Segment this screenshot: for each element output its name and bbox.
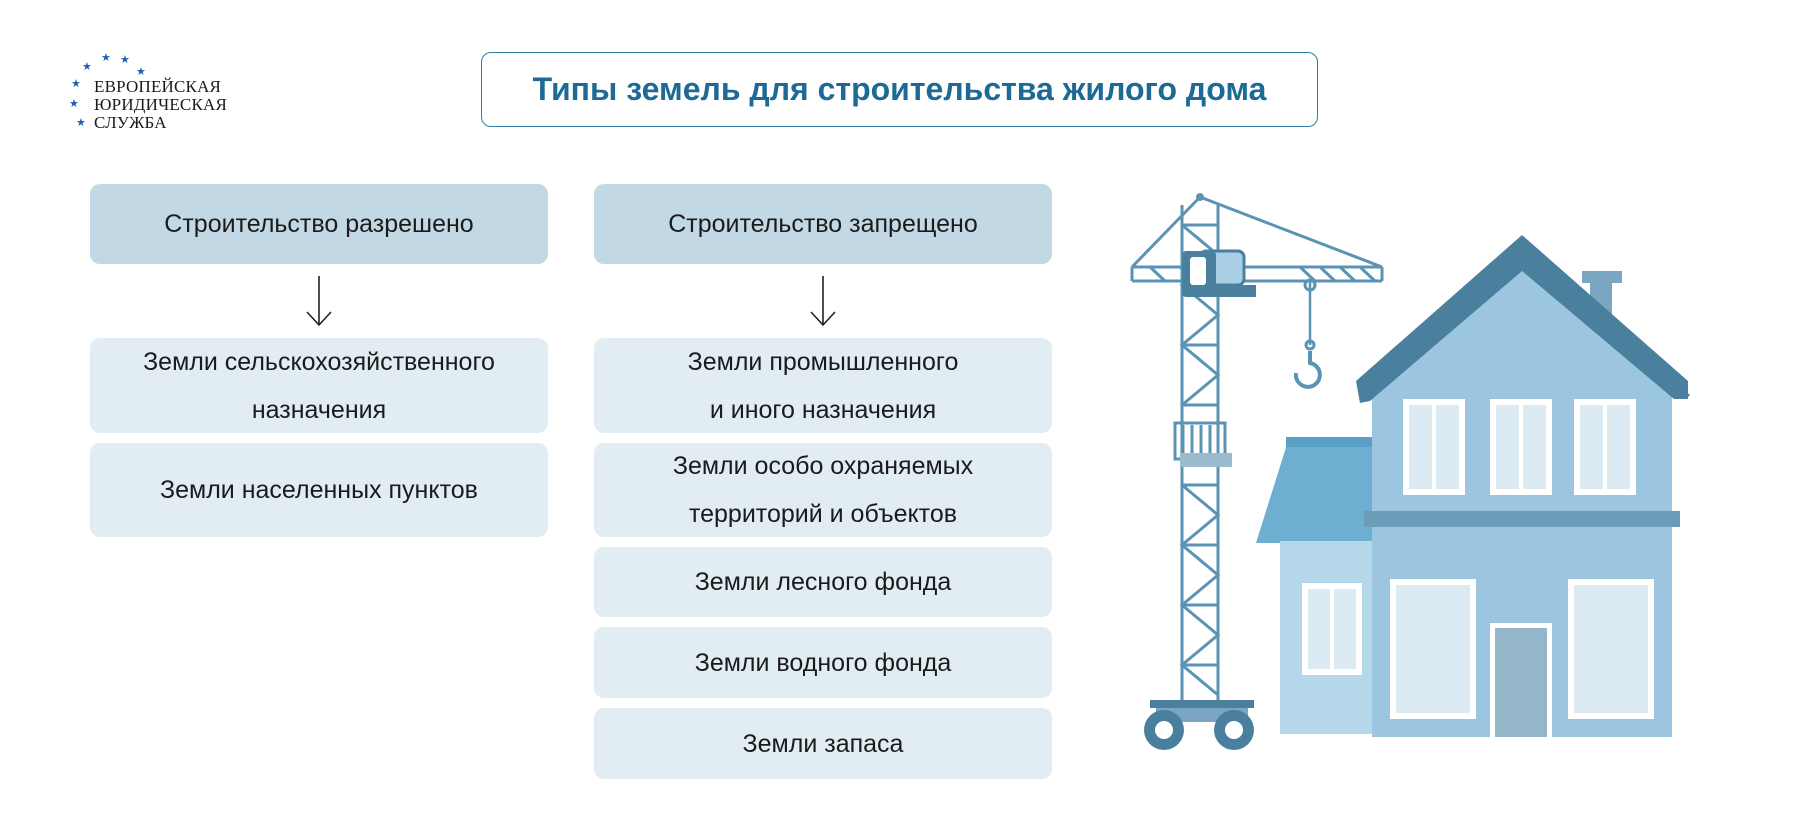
card-line: Земли сельскохозяйственного xyxy=(143,347,495,376)
logo-line: ЮРИДИЧЕСКАЯ xyxy=(94,95,228,114)
svg-text:★: ★ xyxy=(76,116,86,129)
card-line: Земли водного фонда xyxy=(694,648,952,677)
crane-cabin-icon xyxy=(1144,193,1256,750)
card-line: Земли лесного фонда xyxy=(694,568,952,596)
allowed-column: Строительство разрешено Земли сельскохоз… xyxy=(90,184,548,547)
land-card-reserve: Земли запаса xyxy=(594,708,1052,779)
arrow-down-icon xyxy=(90,264,548,338)
logo-line: СЛУЖБА xyxy=(94,113,167,132)
land-card-forest: Земли лесного фонда xyxy=(594,547,1052,617)
title-box: Типы земель для строительства жилого дом… xyxy=(481,52,1318,127)
allowed-heading: Строительство разрешено xyxy=(90,184,548,264)
svg-text:★: ★ xyxy=(120,53,130,66)
land-card-industrial: Земли промышленного и иного назначения xyxy=(594,338,1052,433)
card-line: территорий и объектов xyxy=(688,500,958,528)
card-line: Земли запаса xyxy=(742,729,904,758)
card-line: Земли особо охраняемых xyxy=(672,452,974,480)
card-line: и иного назначения xyxy=(709,395,937,424)
svg-text:★: ★ xyxy=(82,60,92,73)
svg-text:★: ★ xyxy=(136,65,146,78)
logo-stars-icon: ★ ★ ★ ★ ★ ★ ★ xyxy=(69,51,146,129)
land-card-water: Земли водного фонда xyxy=(594,627,1052,698)
logo-text: ЕВРОПЕЙСКАЯ ЮРИДИЧЕСКАЯ СЛУЖБА xyxy=(94,78,227,132)
forbidden-column: Строительство запрещено Земли промышленн… xyxy=(594,184,1052,789)
land-card-settlements: Земли населенных пунктов xyxy=(90,443,548,537)
arrow-down-icon xyxy=(594,264,1052,338)
land-card-agricultural: Земли сельскохозяйственного назначения xyxy=(90,338,548,433)
forbidden-heading: Строительство запрещено xyxy=(594,184,1052,264)
construction-illustration xyxy=(1130,193,1690,750)
svg-text:★: ★ xyxy=(101,51,111,64)
svg-text:★: ★ xyxy=(69,97,79,110)
logo-line: ЕВРОПЕЙСКАЯ xyxy=(94,77,222,96)
card-line: назначения xyxy=(251,395,387,424)
card-line: Земли населенных пунктов xyxy=(160,476,478,504)
house-illustration xyxy=(1256,235,1690,737)
card-line: Земли промышленного xyxy=(687,347,959,376)
svg-text:★: ★ xyxy=(71,77,81,90)
land-card-protected: Земли особо охраняемых территорий и объе… xyxy=(594,443,1052,537)
logo: ★ ★ ★ ★ ★ ★ ★ ЕВРОПЕЙСКАЯ ЮРИДИЧЕСКАЯ СЛ… xyxy=(66,48,256,138)
page-title: Типы земель для строительства жилого дом… xyxy=(532,71,1267,107)
